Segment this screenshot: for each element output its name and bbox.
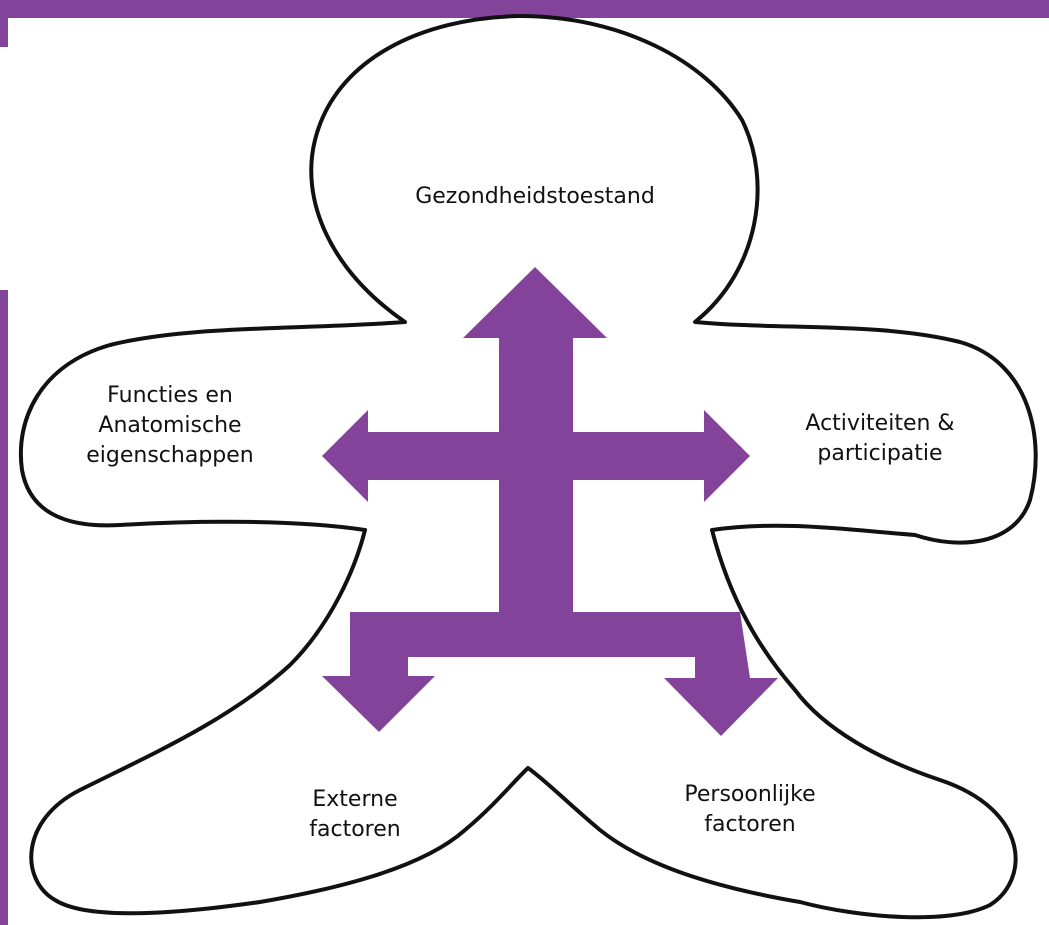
label-personal-line-1: Persoonlijke: [684, 782, 816, 807]
down-right-arrow-head: [664, 678, 778, 736]
right-arrow-head: [704, 410, 750, 502]
horizontal-bar: [368, 432, 704, 480]
left-arrow-head: [322, 410, 368, 502]
down-left-arrow-head: [322, 676, 435, 732]
frame-left-notch: [0, 0, 8, 47]
label-external-line-2: factoren: [309, 817, 401, 842]
fork-bar: [350, 612, 750, 678]
label-activities-line-2: participatie: [817, 441, 943, 466]
frame-left-bar: [0, 290, 8, 925]
up-arrow-head: [463, 267, 607, 338]
arrow-group: [322, 267, 778, 736]
label-functions-line-3: eigenschappen: [86, 443, 254, 468]
label-external-factors: Externe factoren: [285, 785, 425, 845]
frame-top-bar: [0, 0, 1049, 18]
label-personal-factors: Persoonlijke factoren: [660, 780, 840, 840]
label-health-condition: Gezondheidstoestand: [415, 184, 655, 209]
label-activities-line-1: Activiteiten &: [805, 411, 955, 436]
label-personal-line-2: factoren: [704, 812, 796, 837]
label-activities: Activiteiten & participatie: [780, 409, 980, 469]
label-functions: Functies en Anatomische eigenschappen: [60, 381, 280, 471]
label-functions-line-1: Functies en: [107, 383, 233, 408]
label-external-line-1: Externe: [312, 787, 398, 812]
label-functions-line-2: Anatomische: [98, 413, 242, 438]
